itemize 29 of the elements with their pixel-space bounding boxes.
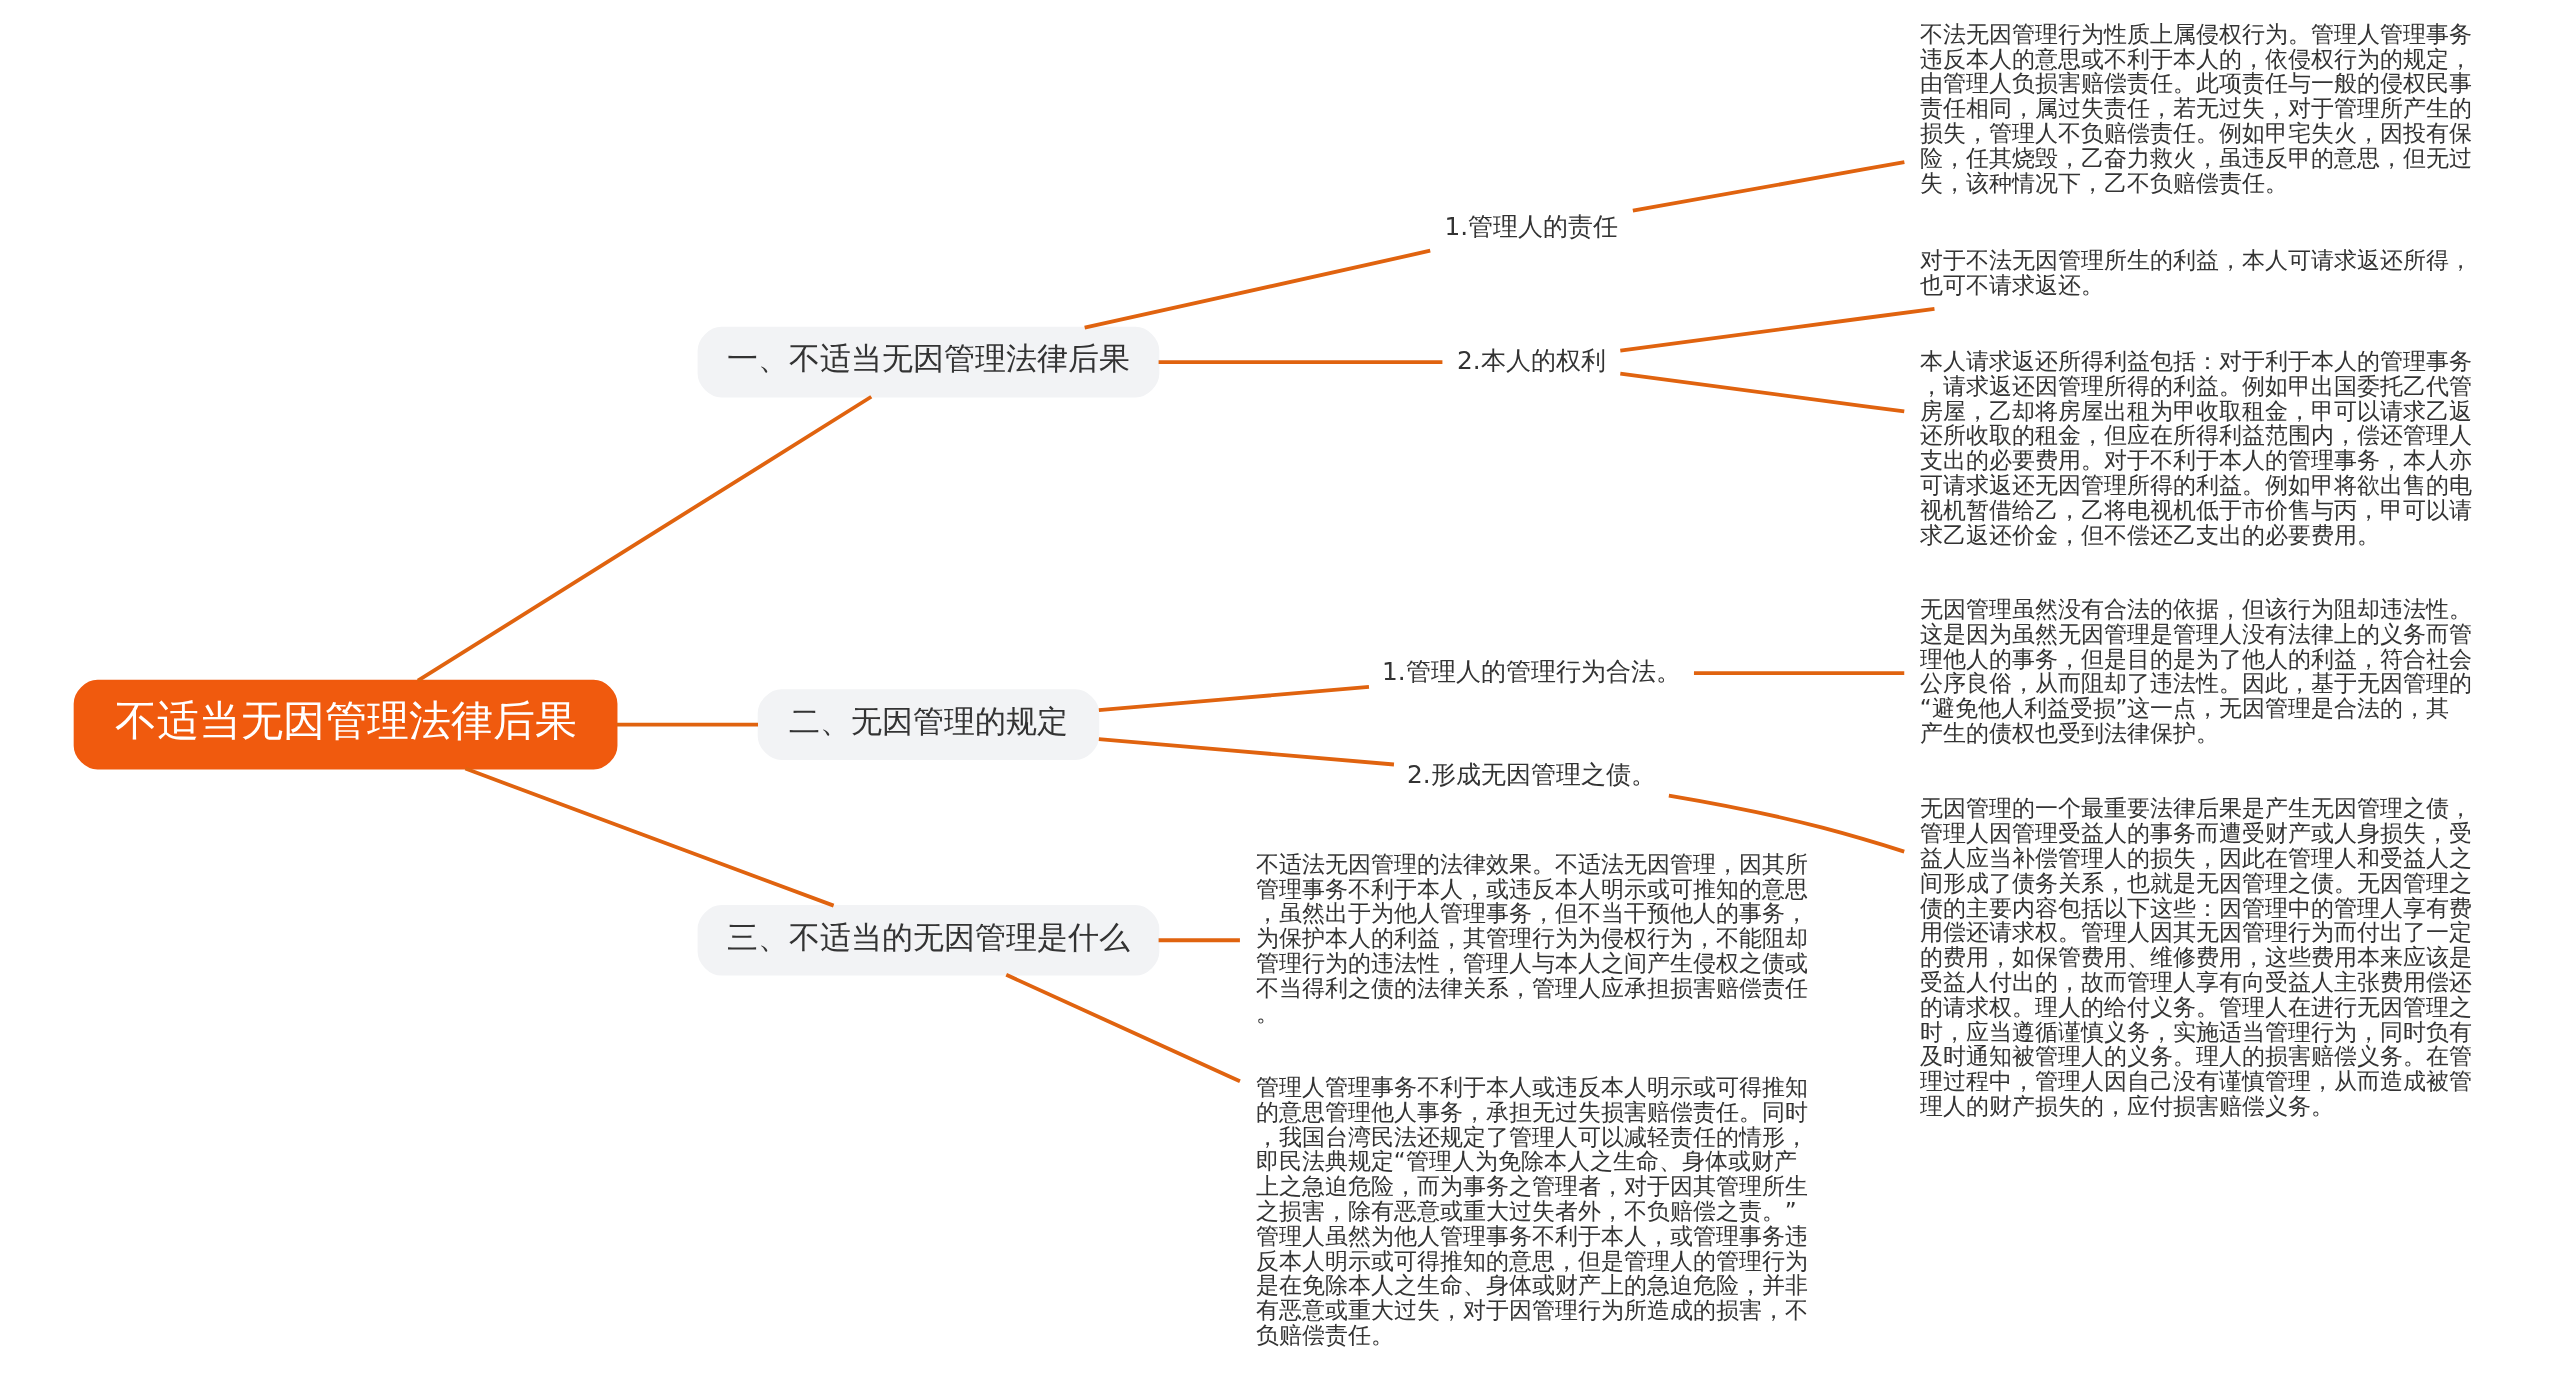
connector [1668,793,1905,854]
node-text: 2.本人的权利 [1456,345,1606,375]
node-text: 1.管理人的责任 [1444,212,1618,242]
connector [416,395,872,683]
node-text: 不适法无因管理的法律效果。不适法无因管理，因其所管理事务不利于本人，或违反本人明示或可推知的意思，虽然出于为他人管理事务，但不当干预他人的事务，为保护本人的利益，其管理行为为侵权行为，不能阻却管理行为的违法性，管理人与本人之间产生侵权之债或不当得利之债的法律关系，管理人应承担损害赔偿责任。 [1255,850,1808,1026]
connector [1083,248,1431,330]
node-text: 无因管理虽然没有合法的依据，但该行为阻却违法性。这是因为虽然无因管理是管理人没有法律上的义务而管理他人的事务，但是目的是为了他人的利益，符合社会公序良俗，从而阻却了违法性。因此，基于无因管理的“避免他人利益受损”这一点，无因管理是合法的，其产生的债权也受到法律保护。 [1919,596,2472,747]
node-text: 本人请求返还所得利益包括：对于利于本人的管理事务，请求返还因管理所得的利益。例如甲出国委托乙代管房屋，乙却将房屋出租为甲收取租金，甲可以请求乙返还所收取的租金，但应在所得利益范围内，偿还管理人支出的必要费用。对于不利于本人的管理事务，本人亦可请求返还无因管理所得的利益。例如甲将欲出售的电视机暂借给乙，乙将电视机低于市价售与丙，甲可以请求乙返还价金，但不偿还乙支出的必要费用。 [1919,348,2472,548]
connector [1619,371,1904,414]
connector [616,722,758,727]
connector [1098,737,1394,767]
connector [1158,938,1240,943]
connector [464,766,834,908]
connector [1632,160,1905,213]
connector [1004,973,1241,1083]
node-box: 三、不适当的无因管理是什么 [697,904,1159,976]
node-text: 无因管理的一个最重要法律后果是产生无因管理之债，管理人因管理受益人的事务而遭受财产或人身损失，受益人应当补偿管理人的损失，因此在管理人和受益人之间形成了债务关系，也就是无因管理之债。无因管理之债的主要内容包括以下这些：因管理中的管理人享有费用偿还请求权。管理人因其无因管理行为而付出了一定的费用，如保管费用、维修费用，这些费用本来应该是受益人付出的，故而管理人享有向受益人主张费用偿还的请求权。理人的给付义务。管理人在进行无因管理之时，应当遵循谨慎义务，实施适当管理行为，同时负有及时通知被管理人的义务。理人的损害赔偿义务。在管理过程中，管理人因自己没有谨慎管理，从而造成被管理人的财产损失的，应付损害赔偿义务。 [1919,795,2472,1120]
connector [1619,306,1935,353]
node-box: 不适当无因管理法律后果 [73,679,617,770]
node-text: 管理人管理事务不利于本人或违反本人明示或可得推知的意思管理他人事务，承担无过失损害赔偿责任。同时，我国台湾民法还规定了管理人可以减轻责任的情形，即民法典规定“管理人为免除本人之生命、身体或财产上之急迫危险，而为事务之管理者，对于因其管理所生之损害，除有恶意或重大过失者外，不负赔偿之责。”管理人虽然为他人管理事务不利于本人，或管理事务违反本人明示或可得推知的意思，但是管理人的管理行为是在免除本人之生命、身体或财产上的急迫危险，并非有恶意或重大过失，对于因管理行为所造成的损害，不负赔偿责任。 [1255,1074,1808,1349]
node-box: 一、不适当无因管理法律后果 [697,326,1159,398]
connector [1158,360,1442,365]
node-text: 1.管理人的管理行为合法。 [1381,656,1681,686]
node-text: 不法无因管理行为性质上属侵权行为。管理人管理事务违反本人的意思或不利于本人的，依侵权行为的规定，由管理人负损害赔偿责任。此项责任与一般的侵权民事责任相同，属过失责任，若无过失，对于管理所产生的损失，管理人不负赔偿责任。例如甲宅失火，因投有保险，任其烧毁，乙奋力救火，虽违反甲的意思，但无过失，该种情况下，乙不负赔偿责任。 [1919,20,2472,196]
node-text: 对于不法无因管理所生的利益，本人可请求返还所得，也可不请求返还。 [1919,246,2472,298]
node-box: 二、无因管理的规定 [757,689,1099,760]
connector [1693,671,1904,676]
node-text: 2.形成无因管理之债。 [1406,759,1656,789]
connector [1098,685,1369,713]
